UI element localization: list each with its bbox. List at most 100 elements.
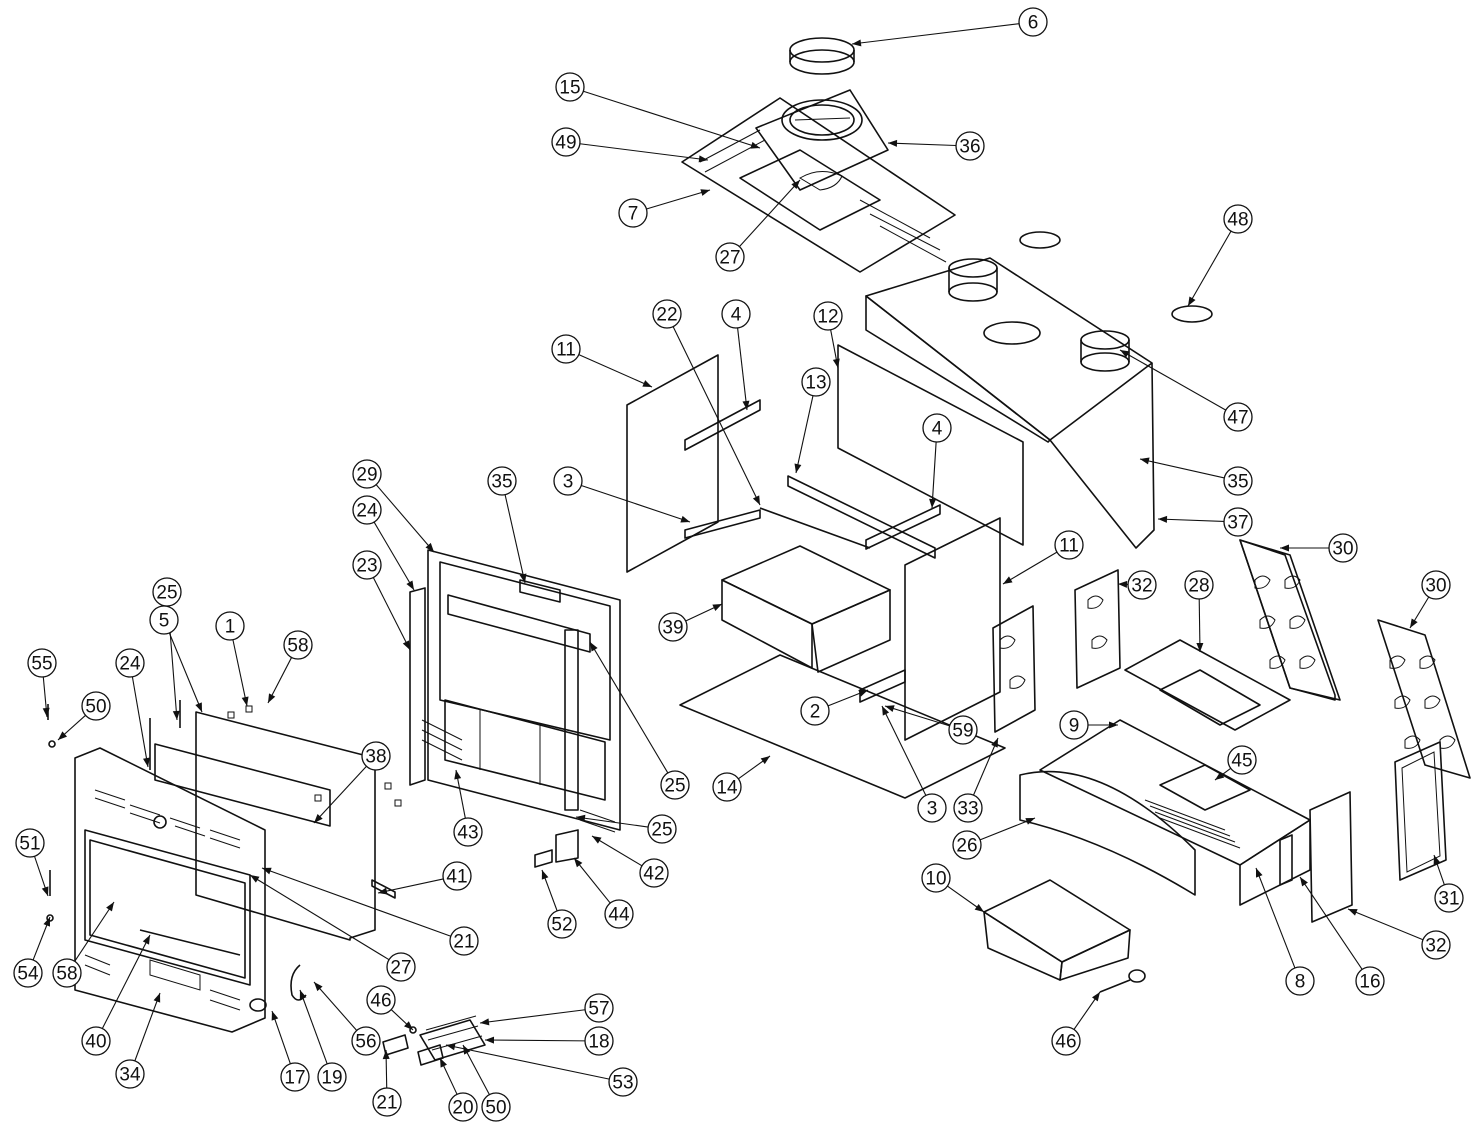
arrowhead bbox=[1120, 350, 1130, 358]
arrowhead bbox=[1140, 457, 1150, 465]
callout-36: 36 bbox=[887, 131, 985, 161]
wire-19 bbox=[290, 964, 307, 1001]
callout-circle bbox=[955, 131, 985, 161]
leader-line bbox=[887, 142, 957, 147]
callout-23: 23 bbox=[352, 550, 411, 651]
callout-1: 1 bbox=[215, 611, 249, 707]
callout-number: 14 bbox=[716, 778, 738, 799]
arrowhead bbox=[382, 1050, 390, 1060]
brick-panel-30-b bbox=[1377, 619, 1471, 779]
callout-41: 41 bbox=[377, 861, 472, 895]
arrowhead bbox=[712, 604, 722, 611]
callout-circle bbox=[317, 1062, 347, 1092]
callout-54: 54 bbox=[13, 916, 51, 988]
ledge-right bbox=[865, 504, 941, 550]
leader-line bbox=[373, 521, 415, 591]
callout-number: 12 bbox=[817, 307, 838, 328]
arrowhead bbox=[1188, 296, 1196, 306]
callout-circle bbox=[800, 696, 830, 726]
callout-32: 32 bbox=[1347, 908, 1451, 960]
callout-11: 11 bbox=[1002, 530, 1084, 585]
leader-line bbox=[375, 484, 435, 553]
callout-45: 45 bbox=[1214, 745, 1257, 781]
callout-15: 15 bbox=[555, 72, 761, 149]
callout-circle bbox=[52, 958, 82, 988]
callout-59: 59 bbox=[884, 705, 978, 745]
leader-line bbox=[74, 901, 115, 962]
callout-25: 25 bbox=[152, 577, 182, 721]
door-frame bbox=[409, 549, 621, 833]
callout-22: 22 bbox=[652, 299, 761, 506]
callout-circle bbox=[1223, 507, 1253, 537]
callout-circle bbox=[553, 466, 583, 496]
arrowhead bbox=[576, 814, 586, 822]
callout-number: 49 bbox=[555, 133, 576, 154]
callout-circle bbox=[921, 863, 951, 893]
callout-6: 6 bbox=[851, 7, 1048, 47]
callout-53: 53 bbox=[445, 1043, 638, 1097]
callout-number: 38 bbox=[365, 747, 386, 768]
callout-circle bbox=[953, 793, 983, 823]
callout-55: 55 bbox=[27, 648, 57, 718]
callout-circle bbox=[361, 741, 391, 771]
arrowhead bbox=[1433, 855, 1441, 865]
callout-circle bbox=[448, 1092, 478, 1122]
callout-number: 44 bbox=[608, 905, 630, 926]
callout-number: 35 bbox=[1227, 472, 1248, 493]
callout-circle bbox=[442, 861, 472, 891]
arrowhead bbox=[885, 705, 895, 712]
callout-circle bbox=[1328, 533, 1358, 563]
leader-line bbox=[101, 934, 151, 1029]
leader-line bbox=[271, 1010, 291, 1064]
callout-47: 47 bbox=[1119, 349, 1253, 432]
arrowhead bbox=[832, 358, 840, 368]
leader-line bbox=[299, 989, 328, 1065]
leader-line bbox=[1139, 458, 1225, 479]
arrowhead bbox=[106, 902, 114, 912]
callout-number: 57 bbox=[588, 999, 609, 1020]
callout-19: 19 bbox=[299, 989, 347, 1092]
arrowhead bbox=[1348, 909, 1358, 916]
left-side-panel bbox=[626, 354, 719, 573]
callout-number: 59 bbox=[952, 721, 973, 742]
arrowhead bbox=[1215, 771, 1225, 780]
callout-circle bbox=[604, 899, 634, 929]
callout-circle bbox=[366, 985, 396, 1015]
brick-panel-30-a bbox=[1239, 539, 1341, 701]
callout-3: 3 bbox=[881, 705, 947, 823]
right-side-panel bbox=[904, 517, 1001, 741]
callout-circle bbox=[352, 459, 382, 489]
leader-line bbox=[484, 1039, 586, 1042]
leader-line bbox=[249, 874, 390, 961]
callout-58: 58 bbox=[52, 901, 115, 988]
callout-number: 9 bbox=[1069, 716, 1080, 737]
callout-circle bbox=[608, 1067, 638, 1097]
leader-line bbox=[851, 23, 1020, 45]
callout-circle bbox=[652, 299, 682, 329]
callout-number: 45 bbox=[1231, 751, 1252, 772]
rail-13 bbox=[787, 475, 936, 559]
callout-circle bbox=[372, 1087, 402, 1117]
leader-line bbox=[1255, 867, 1296, 969]
burner-pan-assembly bbox=[1039, 719, 1353, 923]
callout-number: 26 bbox=[956, 836, 977, 857]
brick-panel-33 bbox=[992, 605, 1036, 733]
leader-line bbox=[1187, 230, 1232, 307]
arrowhead bbox=[698, 155, 708, 163]
arrowhead bbox=[760, 756, 770, 765]
callout-circle bbox=[283, 630, 313, 660]
arrowhead bbox=[1410, 618, 1418, 628]
callout-21: 21 bbox=[372, 1049, 402, 1117]
leader-line bbox=[261, 867, 452, 937]
callout-number: 33 bbox=[957, 799, 978, 820]
leader-line bbox=[313, 981, 358, 1031]
callout-number: 32 bbox=[1131, 576, 1152, 597]
callout-number: 29 bbox=[356, 465, 377, 486]
callout-circle bbox=[801, 367, 831, 397]
leader-line bbox=[589, 641, 669, 774]
leader-line bbox=[973, 737, 999, 796]
ledge-left bbox=[684, 399, 761, 451]
leader-line bbox=[931, 441, 937, 509]
callout-13: 13 bbox=[794, 367, 831, 474]
arrowhead bbox=[1118, 580, 1128, 588]
